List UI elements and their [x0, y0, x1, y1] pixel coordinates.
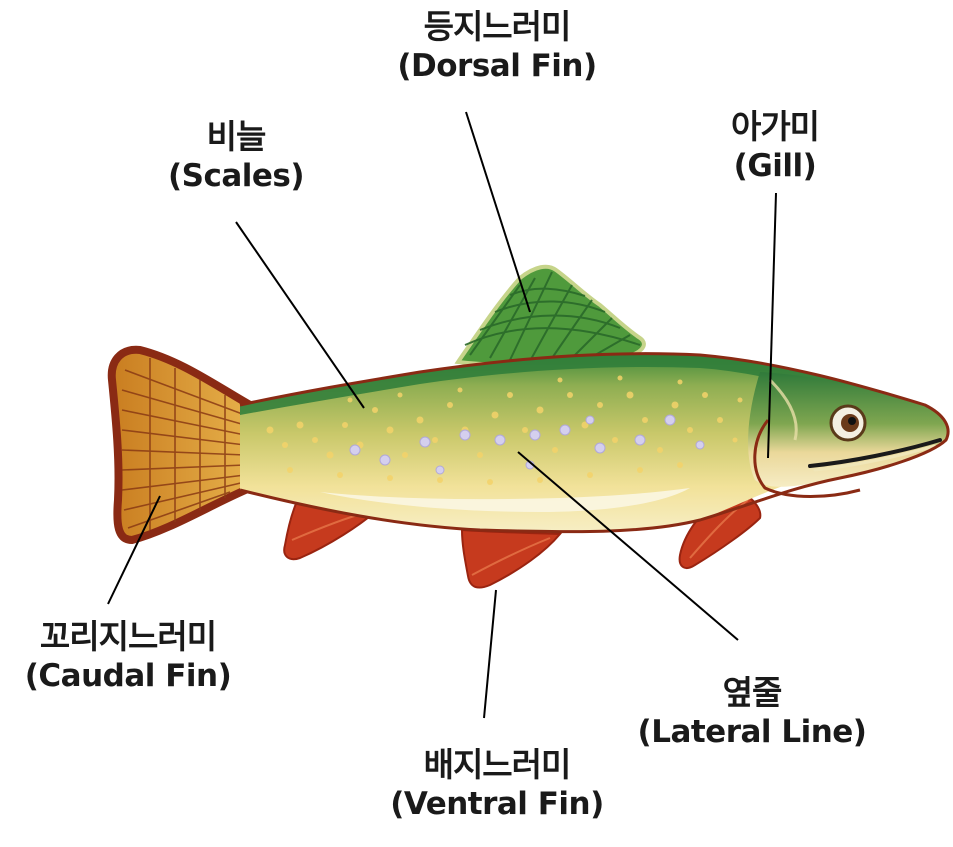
label-dorsal-fin-ko: 등지느러미	[397, 6, 596, 47]
label-ventral-fin-ko: 배지느러미	[390, 744, 604, 785]
label-ventral-fin: 배지느러미 (Ventral Fin)	[390, 744, 604, 824]
label-lateral-line-en: (Lateral Line)	[638, 713, 867, 752]
label-scales-en: (Scales)	[168, 157, 304, 196]
label-gill-en: (Gill)	[731, 147, 819, 186]
label-scales: 비늘 (Scales)	[168, 116, 304, 196]
leader-ventral-fin	[484, 590, 496, 718]
label-caudal-fin: 꼬리지느러미 (Caudal Fin)	[25, 616, 231, 696]
label-caudal-fin-en: (Caudal Fin)	[25, 657, 231, 696]
label-lateral-line: 옆줄 (Lateral Line)	[638, 672, 867, 752]
leader-dorsal-fin	[466, 112, 530, 312]
ventral-fin	[462, 530, 560, 588]
label-gill-ko: 아가미	[731, 106, 819, 147]
label-lateral-line-ko: 옆줄	[638, 672, 867, 713]
label-ventral-fin-en: (Ventral Fin)	[390, 785, 604, 824]
label-caudal-fin-ko: 꼬리지느러미	[25, 616, 231, 657]
caudal-fin	[112, 350, 250, 540]
label-dorsal-fin: 등지느러미 (Dorsal Fin)	[397, 6, 596, 86]
dorsal-fin	[458, 267, 644, 365]
label-gill: 아가미 (Gill)	[731, 106, 819, 186]
label-dorsal-fin-en: (Dorsal Fin)	[397, 47, 596, 86]
leader-scales	[236, 222, 364, 408]
label-scales-ko: 비늘	[168, 116, 304, 157]
